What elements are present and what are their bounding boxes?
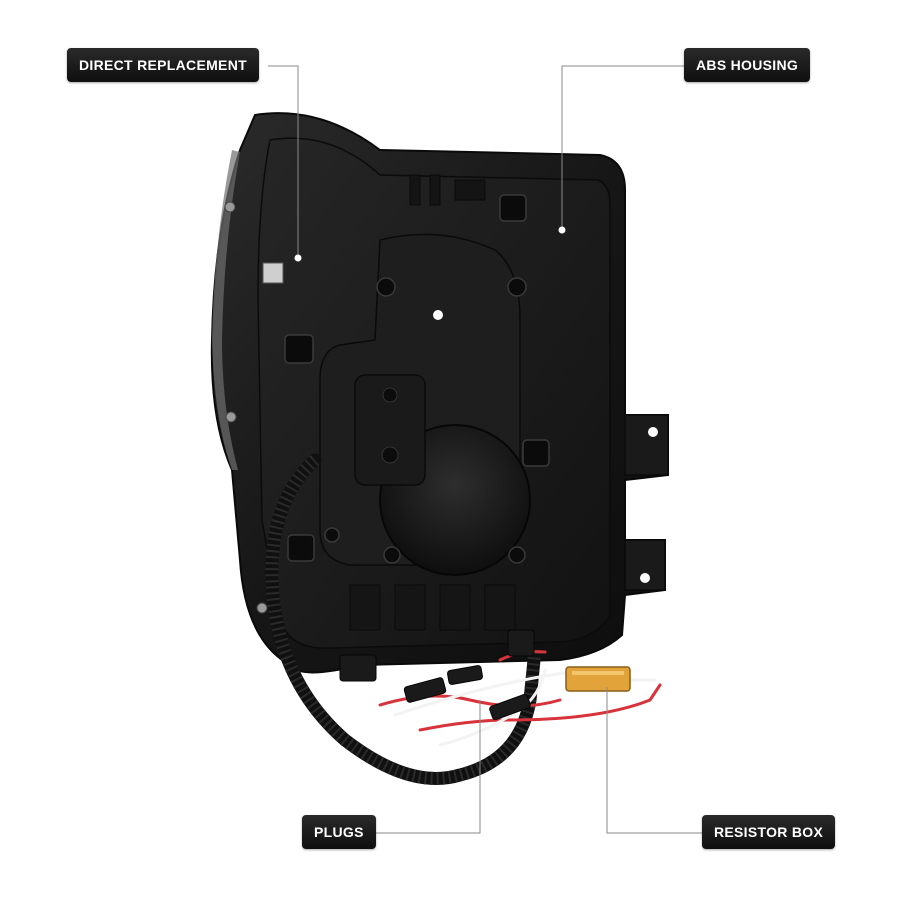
lens-edge <box>212 150 240 470</box>
screw-bosses <box>284 194 550 564</box>
mount-plate <box>354 374 426 486</box>
leader-dots <box>294 226 566 320</box>
direct-replacement-label: DIRECT REPLACEMENT <box>67 48 259 82</box>
plug-connectors <box>339 629 535 721</box>
edge-screws <box>224 201 268 614</box>
emblem <box>262 262 284 284</box>
abs-housing-label: ABS HOUSING <box>684 48 811 82</box>
mounting-tabs <box>624 414 669 591</box>
resistor-box <box>565 666 631 692</box>
plugs-label: PLUGS <box>302 815 376 849</box>
bottom-ribs <box>349 584 516 631</box>
resistor-box-label: RESISTOR BOX <box>702 815 836 849</box>
top-ribs <box>409 174 486 206</box>
leader-lines <box>268 65 702 834</box>
